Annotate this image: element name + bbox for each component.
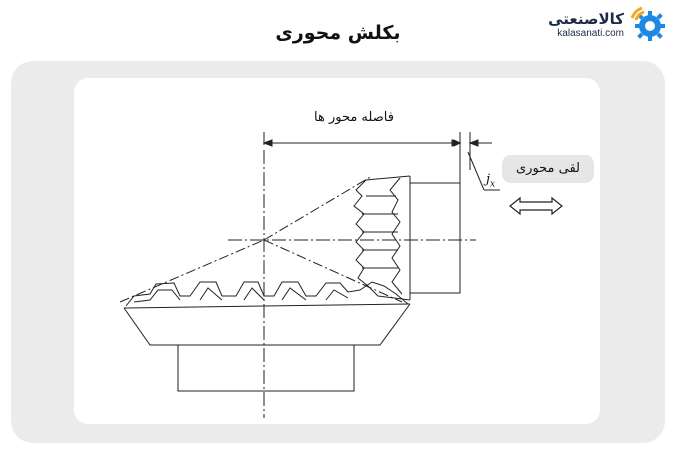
logo-url: kalasanati.com	[557, 28, 624, 39]
diagram-card	[74, 78, 600, 424]
jx-label: jx	[486, 172, 496, 190]
axial-play-label: لقی محوری	[502, 155, 594, 183]
axis-distance-label: فاصله محور ها	[314, 110, 394, 125]
logo[interactable]: کالاصنعتی kalasanati.com	[536, 4, 666, 44]
double-arrow-icon	[509, 196, 563, 216]
page-title: بکلش محوری	[275, 22, 401, 44]
logo-name: کالاصنعتی	[548, 10, 624, 28]
gear-wifi-icon	[630, 6, 665, 41]
